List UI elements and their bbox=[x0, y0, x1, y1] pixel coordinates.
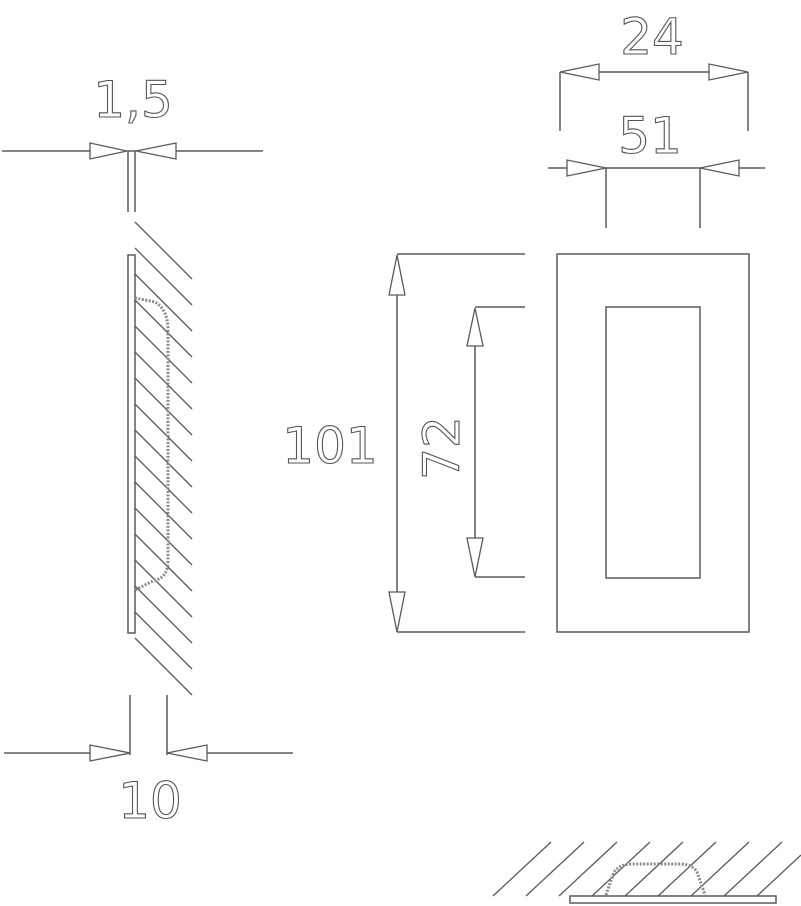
section-view bbox=[492, 841, 801, 904]
plate-outer bbox=[556, 253, 750, 633]
side-view: 1,5 bbox=[2, 70, 293, 831]
depth-label: 10 bbox=[118, 772, 182, 830]
inner-height-dimension: 72 bbox=[412, 306, 525, 578]
wall-hatching bbox=[134, 221, 193, 696]
section-plate bbox=[569, 895, 777, 904]
total-width-label: 24 bbox=[620, 8, 684, 66]
total-width-dimension: 24 bbox=[559, 7, 749, 131]
thickness-dimension: 1,5 bbox=[2, 70, 263, 212]
thickness-label: 1,5 bbox=[93, 71, 173, 129]
plate-side bbox=[127, 254, 136, 634]
inner-width-dimension: 51 bbox=[548, 106, 765, 228]
depth-dimension: 10 bbox=[4, 695, 293, 831]
front-view: 24 51 101 72 bbox=[282, 7, 765, 633]
total-height-label: 101 bbox=[282, 417, 377, 475]
inner-height-label: 72 bbox=[413, 416, 471, 480]
inner-width-label: 51 bbox=[618, 107, 682, 165]
section-recess-profile bbox=[604, 862, 707, 896]
recess-inner bbox=[605, 306, 701, 579]
total-height-dimension: 101 bbox=[282, 253, 525, 633]
